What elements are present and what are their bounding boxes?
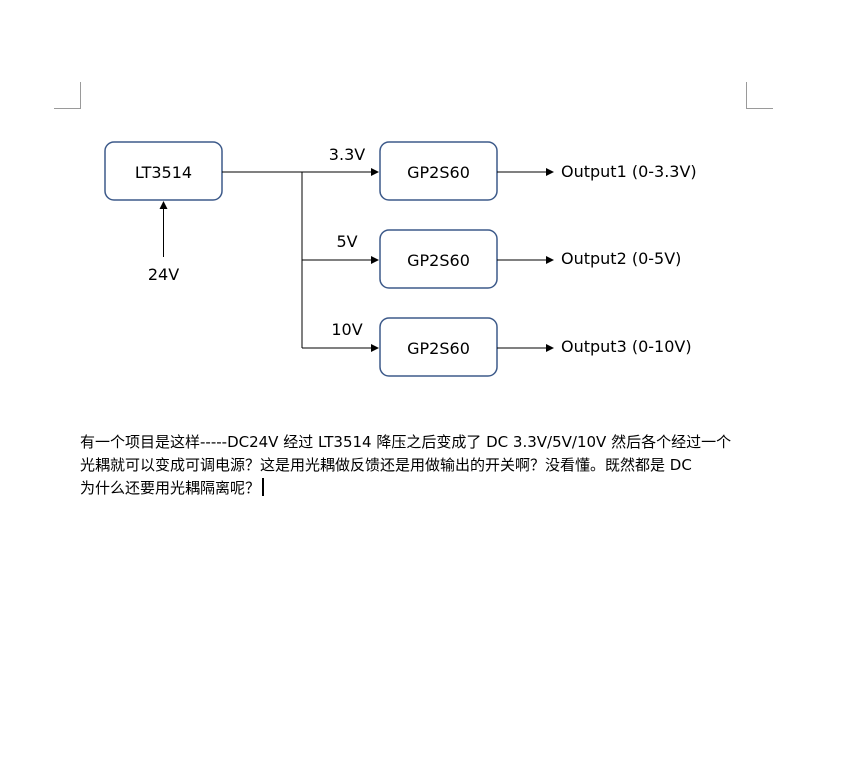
output-3-label: Output3 (0-10V) bbox=[561, 337, 692, 356]
lt3514-block bbox=[104, 141, 223, 201]
output-1-label: Output1 (0-3.3V) bbox=[561, 162, 697, 181]
block-diagram: LT3514 24V 3.3V GP2S60 Output1 (0-3.3V) … bbox=[104, 141, 697, 377]
paragraph-line-1: 有一个项目是这样-----DC24V 经过 LT3514 降压之后变成了 DC … bbox=[80, 433, 732, 451]
lt3514-label: LT3514 bbox=[135, 163, 192, 182]
paragraph-line-2: 光耦就可以变成可调电源？这是用光耦做反馈还是用做输出的开关啊？没看懂。既然都是 … bbox=[80, 456, 692, 474]
optocoupler-3-label: GP2S60 bbox=[407, 339, 470, 358]
input-voltage-label: 24V bbox=[148, 265, 179, 284]
optocoupler-2-label: GP2S60 bbox=[407, 251, 470, 270]
optocoupler-1-label: GP2S60 bbox=[407, 163, 470, 182]
optocoupler-block-1 bbox=[379, 141, 498, 201]
branch-2-voltage: 5V bbox=[336, 232, 357, 251]
text-cursor bbox=[262, 478, 264, 496]
optocoupler-block-2 bbox=[379, 229, 498, 289]
branch-3-voltage: 10V bbox=[331, 320, 362, 339]
branch-1-voltage: 3.3V bbox=[329, 145, 365, 164]
page-corner-mark-right bbox=[746, 82, 773, 109]
document-paragraph[interactable]: 有一个项目是这样-----DC24V 经过 LT3514 降压之后变成了 DC … bbox=[80, 431, 740, 500]
paragraph-line-3-text: 为什么还要用光耦隔离呢？ bbox=[80, 479, 261, 497]
page-corner-mark-left bbox=[54, 82, 81, 109]
optocoupler-block-3 bbox=[379, 317, 498, 377]
output-2-label: Output2 (0-5V) bbox=[561, 249, 681, 268]
paragraph-line-3: 为什么还要用光耦隔离呢？ bbox=[80, 477, 740, 500]
